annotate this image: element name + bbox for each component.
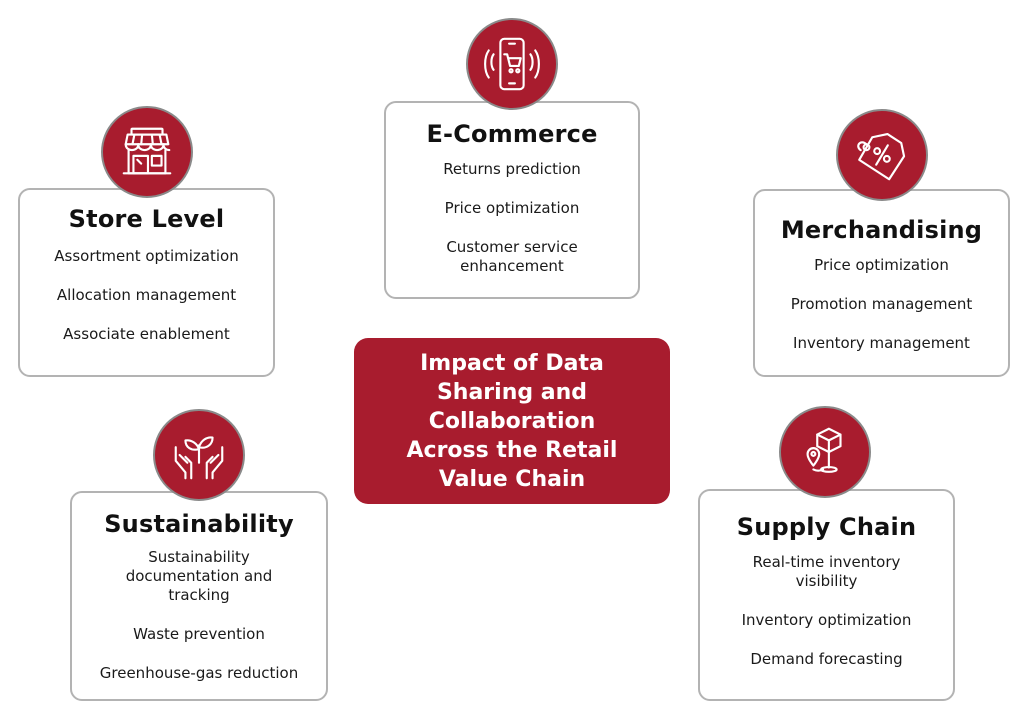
list-item: Price optimization: [814, 256, 949, 274]
list-item: Promotion management: [790, 295, 973, 313]
central-topic-title: Impact of Data Sharing and Collaboration…: [406, 350, 618, 492]
price-tag-percent-icon: [857, 132, 906, 181]
sustain-card: Sustainability Sustainability documentat…: [70, 491, 328, 701]
supply-card: Supply Chain Real-time inventory visibil…: [698, 489, 955, 701]
list-item: Sustainability documentation and trackin…: [125, 548, 273, 604]
hands-plant-icon: [174, 436, 224, 480]
box-location-route-icon: [806, 427, 842, 473]
smartphone-cart-icon: [484, 37, 540, 91]
central-topic-box: Impact of Data Sharing and Collaboration…: [354, 338, 670, 504]
merch-card: Merchandising Price optimization Promoti…: [753, 189, 1010, 377]
sustain-title: Sustainability: [104, 510, 294, 538]
store-list: Assortment optimization Allocation manag…: [20, 247, 273, 344]
sustain-list: Sustainability documentation and trackin…: [72, 548, 326, 683]
supply-title: Supply Chain: [736, 513, 917, 541]
list-item: Price optimization: [444, 199, 580, 217]
merch-list: Price optimization Promotion management …: [755, 256, 1008, 353]
list-item: Waste prevention: [133, 625, 265, 643]
list-item: Allocation management: [56, 286, 237, 304]
supply-badge: [779, 406, 871, 498]
store-title: Store Level: [68, 205, 225, 233]
merch-badge: [836, 109, 928, 201]
sustain-badge: [153, 409, 245, 501]
merch-title: Merchandising: [780, 216, 983, 244]
list-item: Real-time inventory visibility: [752, 553, 901, 590]
storefront-icon: [122, 127, 172, 175]
ecommerce-list: Returns prediction Price optimization Cu…: [386, 160, 638, 276]
list-item: Greenhouse-gas reduction: [99, 664, 299, 682]
store-card: Store Level Assortment optimization Allo…: [18, 188, 275, 377]
list-item: Assortment optimization: [54, 247, 239, 265]
list-item: Associate enablement: [63, 325, 230, 343]
list-item: Customer service enhancement: [446, 238, 578, 275]
ecommerce-badge: [466, 18, 558, 110]
ecommerce-title: E-Commerce: [426, 120, 598, 148]
list-item: Demand forecasting: [750, 650, 903, 668]
list-item: Returns prediction: [443, 160, 581, 178]
supply-list: Real-time inventory visibility Inventory…: [700, 553, 953, 669]
list-item: Inventory optimization: [741, 611, 912, 629]
store-badge: [101, 106, 193, 198]
ecommerce-card: E-Commerce Returns prediction Price opti…: [384, 101, 640, 299]
list-item: Inventory management: [793, 334, 970, 352]
